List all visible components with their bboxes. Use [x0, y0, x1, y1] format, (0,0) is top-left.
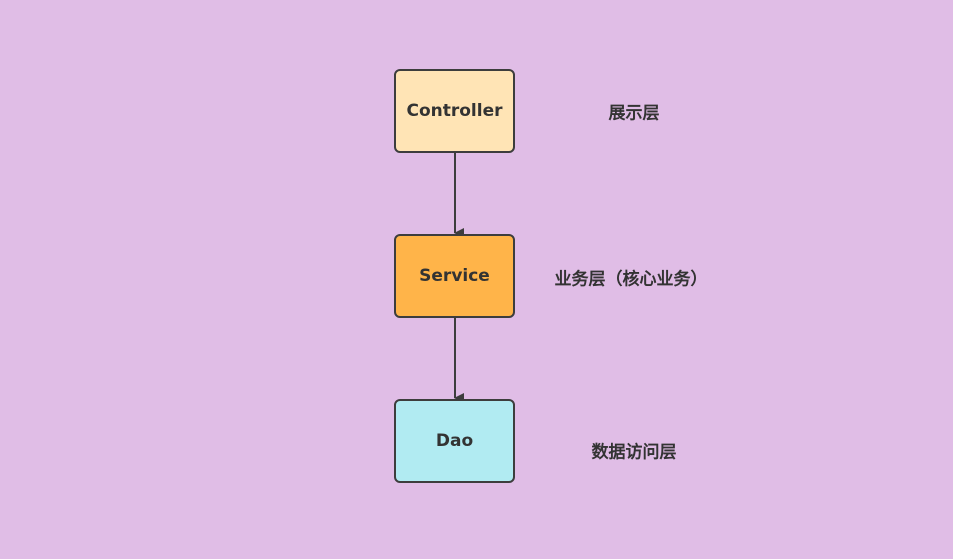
- business-layer-label: 业务层（核心业务）: [554, 269, 708, 290]
- controller-node: Controller: [394, 69, 515, 153]
- data-access-layer-label: 数据访问层: [591, 442, 677, 463]
- service-node-label: Service: [419, 266, 490, 286]
- service-node: Service: [394, 234, 515, 318]
- dao-node-label: Dao: [435, 431, 474, 451]
- presentation-layer-label: 展示层: [608, 103, 660, 124]
- controller-node-label: Controller: [406, 101, 503, 121]
- dao-node: Dao: [394, 399, 515, 483]
